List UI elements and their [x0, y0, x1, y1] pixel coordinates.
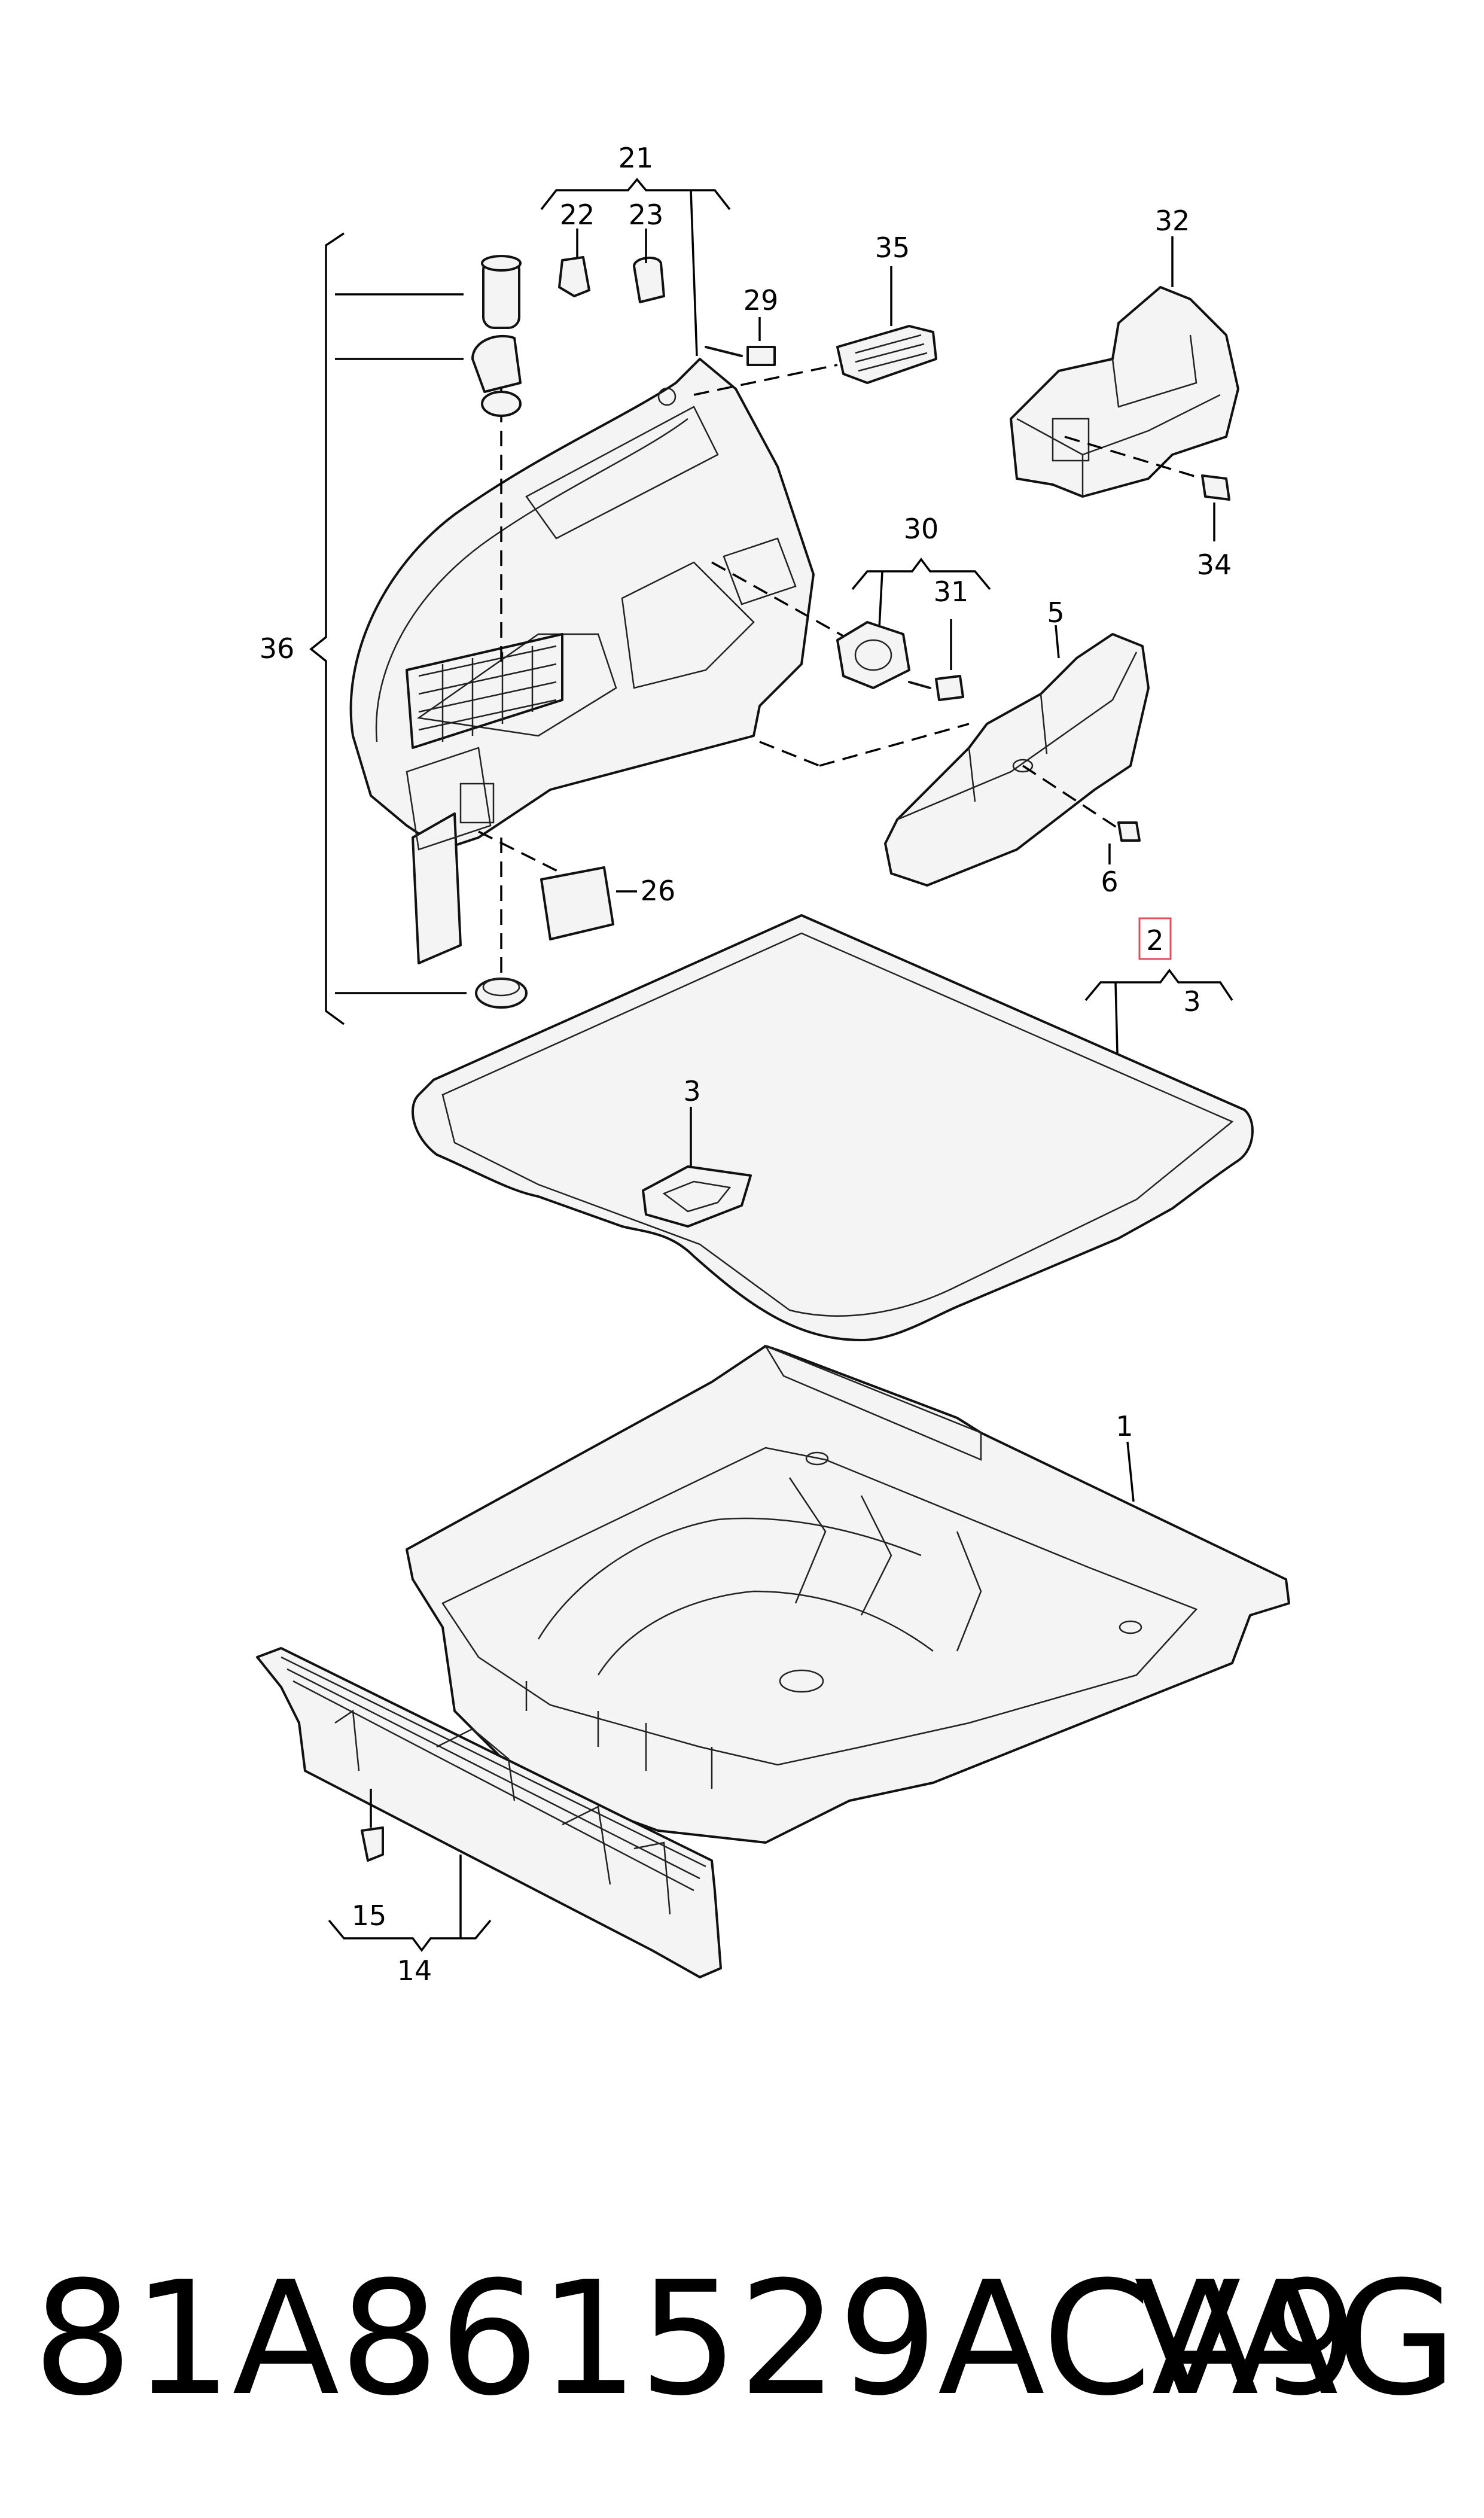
callout-22: 22	[560, 199, 595, 231]
callout-34: 34	[1197, 549, 1232, 581]
callout-32: 32	[1155, 205, 1190, 237]
callout-2: 2	[1146, 924, 1163, 957]
callout-35: 35	[875, 232, 910, 264]
part-number: 81A861529ACA9	[33, 2248, 1359, 2430]
cup-holder-parts	[471, 255, 528, 1009]
assembly-dash-lines	[478, 364, 970, 975]
callout-3-center: 3	[683, 1075, 700, 1107]
callout-labels: 21 22 23 29 35 32 34 30 31 5 6 36 26 2 3…	[260, 142, 1232, 1987]
part-5-side-tray	[884, 625, 1150, 887]
callout-29: 29	[743, 284, 779, 316]
callout-15: 15	[352, 1899, 387, 1932]
brand-label: VAG	[1133, 2248, 1457, 2430]
callout-3-right: 3	[1183, 985, 1200, 1018]
side-trim-panel	[349, 358, 815, 964]
part-26-cover	[540, 866, 637, 940]
callout-26: 26	[641, 875, 676, 907]
bracket-21	[540, 178, 731, 357]
callout-23: 23	[629, 199, 664, 231]
part-35-vent	[836, 266, 937, 384]
callout-30: 30	[904, 513, 939, 545]
callout-21: 21	[618, 142, 654, 174]
callout-31: 31	[934, 576, 969, 608]
callout-14: 14	[397, 1954, 432, 1987]
footer: 81A861529ACA9 VAG	[0, 2249, 1484, 2429]
part-1-floor-pan	[406, 1344, 1290, 1844]
bracket-2	[1084, 917, 1233, 1054]
callout-1: 1	[1116, 1410, 1133, 1442]
callout-36: 36	[260, 632, 295, 665]
screw-29	[705, 317, 776, 366]
part-2-floor-mat	[412, 914, 1254, 1341]
highlight-box	[1138, 917, 1172, 960]
part-32-bracket	[1010, 236, 1239, 541]
callout-5: 5	[1047, 596, 1064, 629]
part-30-31	[836, 558, 991, 701]
part-14-sill-trim	[256, 1647, 722, 1978]
bracket-36-leaders	[309, 232, 467, 1025]
callout-6: 6	[1101, 866, 1118, 898]
